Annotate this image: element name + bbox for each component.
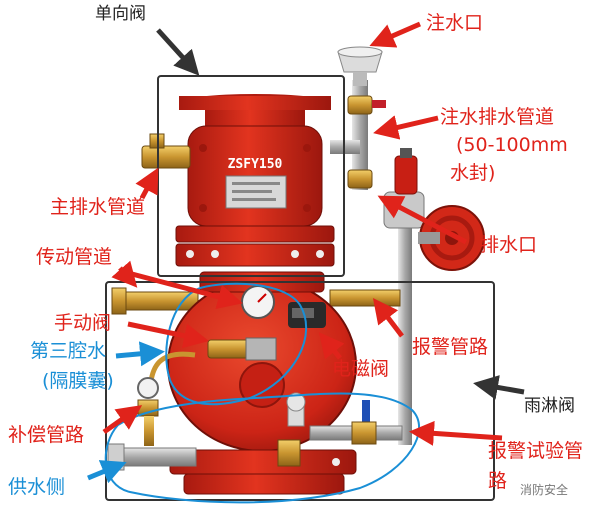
main-drain-pipe-arrow xyxy=(135,167,159,200)
check-valve-marking: ZSFY150 xyxy=(228,157,283,172)
label-manual-valve: 手动阀 xyxy=(54,312,112,334)
label-alarm-test-pipe-1: 报警试验管 xyxy=(488,440,584,462)
transmission-pipe-arrow-2 xyxy=(131,271,243,309)
supply-side-outline xyxy=(104,392,421,504)
drain-port-arrow xyxy=(377,195,468,245)
label-fill-drain-pipe-3: 水封) xyxy=(450,162,496,184)
water-fill-port-arrow xyxy=(369,21,421,48)
label-fill-drain-pipe-2: (50-100mm xyxy=(456,134,568,156)
watermark-text: 消防安全 xyxy=(520,483,569,497)
deluge-valve-body xyxy=(111,271,401,495)
label-solenoid-valve: 电磁阀 xyxy=(332,358,390,380)
drain-assembly xyxy=(330,46,485,445)
fill-drain-pipe-arrow xyxy=(373,115,439,140)
label-deluge-valve: 雨淋阀 xyxy=(524,396,575,416)
label-third-chamber-2: (隔膜囊) xyxy=(42,370,114,392)
main-drain-valve xyxy=(141,133,191,169)
label-check-valve: 单向阀 xyxy=(95,4,146,24)
label-supply-side: 供水侧 xyxy=(8,476,66,498)
deluge-valve-arrow xyxy=(473,375,525,400)
check-valve-body xyxy=(175,94,335,267)
manual-valve-arrow xyxy=(127,321,209,349)
label-alarm-test-pipe-2: 路 xyxy=(488,470,508,492)
label-drain-port: 排水口 xyxy=(480,234,538,256)
label-arrows xyxy=(87,21,525,484)
label-fill-drain-pipe-1: 注水排水管道 xyxy=(440,106,555,128)
transmission-pipe-arrow xyxy=(111,260,138,288)
alarm-test-pipe-assembly xyxy=(277,421,403,467)
third-chamber-arrow xyxy=(115,341,165,367)
alarm-pipe-arrow xyxy=(372,298,404,338)
label-main-drain-pipe: 主排水管道 xyxy=(50,196,146,218)
check-valve-arrow xyxy=(156,28,200,76)
label-third-chamber-1: 第三腔水 xyxy=(30,340,107,362)
alarm-test-pipe-arrow xyxy=(409,420,503,446)
label-water-fill-port: 注水口 xyxy=(426,12,484,34)
compensation-pipe-arrow xyxy=(102,405,143,435)
supply-side-arrow xyxy=(87,460,127,484)
solenoid-valve-arrow xyxy=(318,332,345,360)
label-alarm-pipe: 报警管路 xyxy=(412,336,489,358)
label-compensation-pipe: 补偿管路 xyxy=(8,424,85,446)
label-transmission-pipe: 传动管道 xyxy=(36,246,113,268)
